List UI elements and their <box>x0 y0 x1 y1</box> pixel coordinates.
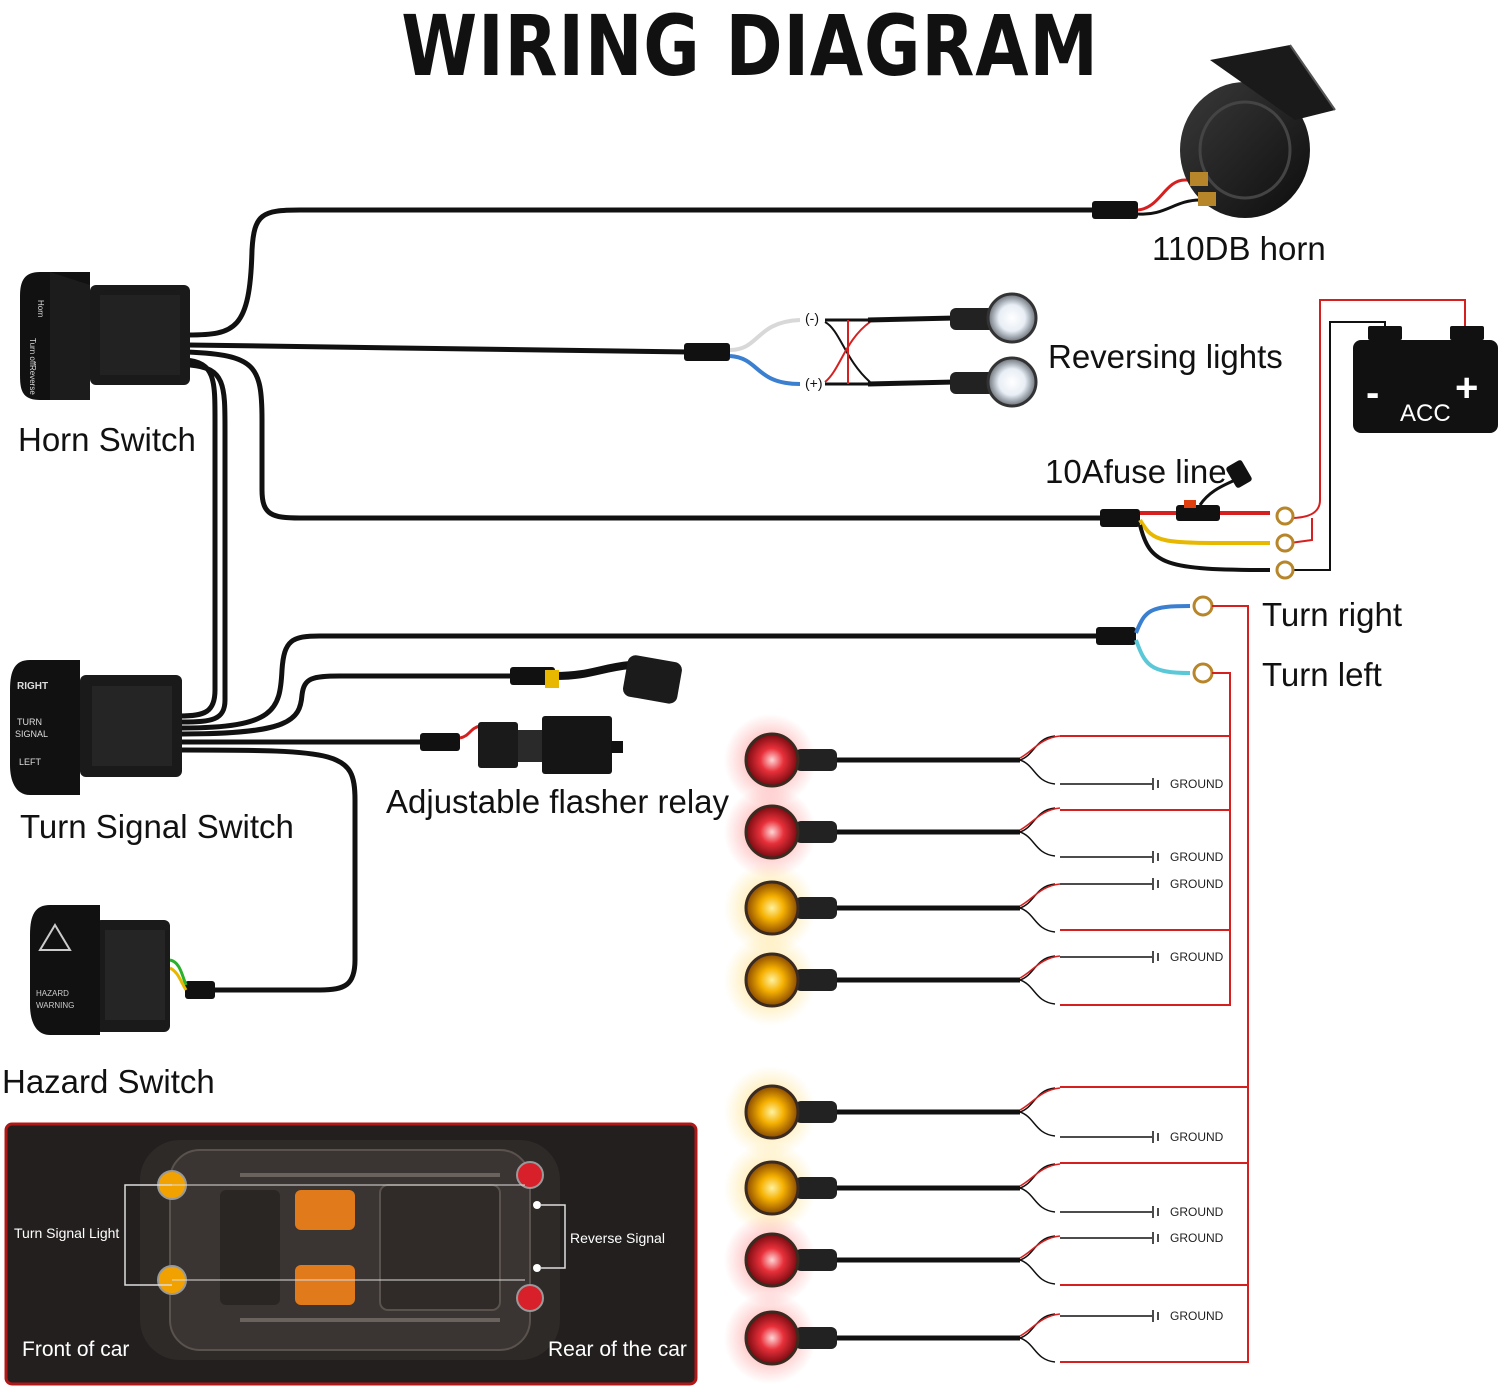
horn-graphic <box>1137 44 1336 218</box>
ground-wire <box>1060 1206 1159 1218</box>
ground-wire <box>1060 951 1159 963</box>
ground-label: GROUND <box>1170 1231 1224 1245</box>
signal-light-6 <box>724 1142 1061 1234</box>
ts-turn-text: TURN <box>17 717 42 727</box>
ground-lead-graphic <box>545 655 682 704</box>
ground-label: GROUND <box>1170 777 1224 791</box>
car-inset-graphic <box>4 1122 698 1386</box>
pos-terminal-label: (+) <box>805 375 823 391</box>
inset-front-label: Front of car <box>22 1338 130 1361</box>
fuse-line-label: 10Afuse line <box>1045 453 1227 490</box>
inset-turn-signal-label: Turn Signal Light <box>14 1225 120 1241</box>
horn-switch-graphic: Horn Turn off Reverse <box>20 272 190 400</box>
trunk-wire-1 <box>177 357 218 719</box>
inset-rear-label: Rear of the car <box>548 1338 687 1361</box>
battery-plus-label: + <box>1455 366 1479 410</box>
battery-graphic <box>1289 299 1498 571</box>
ground-label: GROUND <box>1170 1130 1224 1144</box>
turn-leads-graphic <box>1060 595 1249 1363</box>
hazard-switch-graphic <box>30 905 188 1035</box>
flasher-relay-label: Adjustable flasher relay <box>386 783 730 820</box>
turn-signal-switch-graphic <box>10 660 182 795</box>
reversing-lights-label: Reversing lights <box>1048 338 1283 375</box>
black-harness <box>177 207 1108 993</box>
horn-switch-face-text: Reverse <box>28 365 37 395</box>
trunk-wire-2 <box>179 362 228 725</box>
turn-signal-switch-label: Turn Signal Switch <box>20 808 294 845</box>
signal-light-1 <box>724 714 1061 806</box>
page-title: WIRING DIAGRAM <box>401 0 1099 95</box>
signal-light-8 <box>724 1292 1061 1384</box>
signal-light-3 <box>724 862 1061 954</box>
connector-sleeves <box>185 201 1140 999</box>
horn-switch-face-text: Horn <box>36 300 45 317</box>
battery-minus-label: - <box>1366 371 1380 415</box>
ts-signal-text: SIGNAL <box>15 729 49 739</box>
turn-right-label: Turn right <box>1262 596 1402 633</box>
signal-light-2 <box>724 786 1061 878</box>
ts-left-text: LEFT <box>19 757 42 767</box>
horn-wire <box>185 207 1103 338</box>
hazard-face-text-2: WARNING <box>36 1001 75 1010</box>
turn-left-label: Turn left <box>1262 656 1382 693</box>
signal-light-7 <box>724 1214 1061 1306</box>
horn-switch-face-text: Turn off <box>28 338 37 366</box>
fuse-line-graphic <box>1138 460 1295 580</box>
ground-label: GROUND <box>1170 1309 1224 1323</box>
signal-light-5 <box>724 1066 1061 1158</box>
ground-label: GROUND <box>1170 850 1224 864</box>
inset-reverse-signal-label: Reverse Signal <box>570 1230 665 1246</box>
hazard-switch-label: Hazard Switch <box>2 1063 215 1100</box>
ground-wire <box>1060 1310 1159 1322</box>
hazard-face-text-1: HAZARD <box>36 989 69 998</box>
ground-wire <box>1060 1131 1159 1143</box>
ground-wire <box>1060 878 1159 890</box>
signal-light-4 <box>724 934 1061 1026</box>
reverse-wire <box>185 342 693 355</box>
horn-label: 110DB horn <box>1152 230 1326 267</box>
ts-right-text: RIGHT <box>17 681 49 692</box>
neg-terminal-label: (-) <box>805 310 819 326</box>
ground-label: GROUND <box>1170 1205 1224 1219</box>
flasher-relay-graphic <box>459 716 623 774</box>
ground-lead-wire <box>179 673 518 737</box>
reversing-lights-graphic <box>729 292 1038 408</box>
signal-lights-layer <box>724 714 1159 1384</box>
ground-wire <box>1060 851 1159 863</box>
ground-label: GROUND <box>1170 950 1224 964</box>
turn-out-wire <box>179 633 1103 731</box>
ground-wire <box>1060 778 1159 790</box>
hazard-wire <box>179 747 358 993</box>
ground-wire <box>1060 1232 1159 1244</box>
horn-switch-label: Horn Switch <box>18 421 196 458</box>
fuse-wire <box>185 349 1108 521</box>
battery-label: ACC <box>1400 400 1451 427</box>
ground-label: GROUND <box>1170 877 1224 891</box>
